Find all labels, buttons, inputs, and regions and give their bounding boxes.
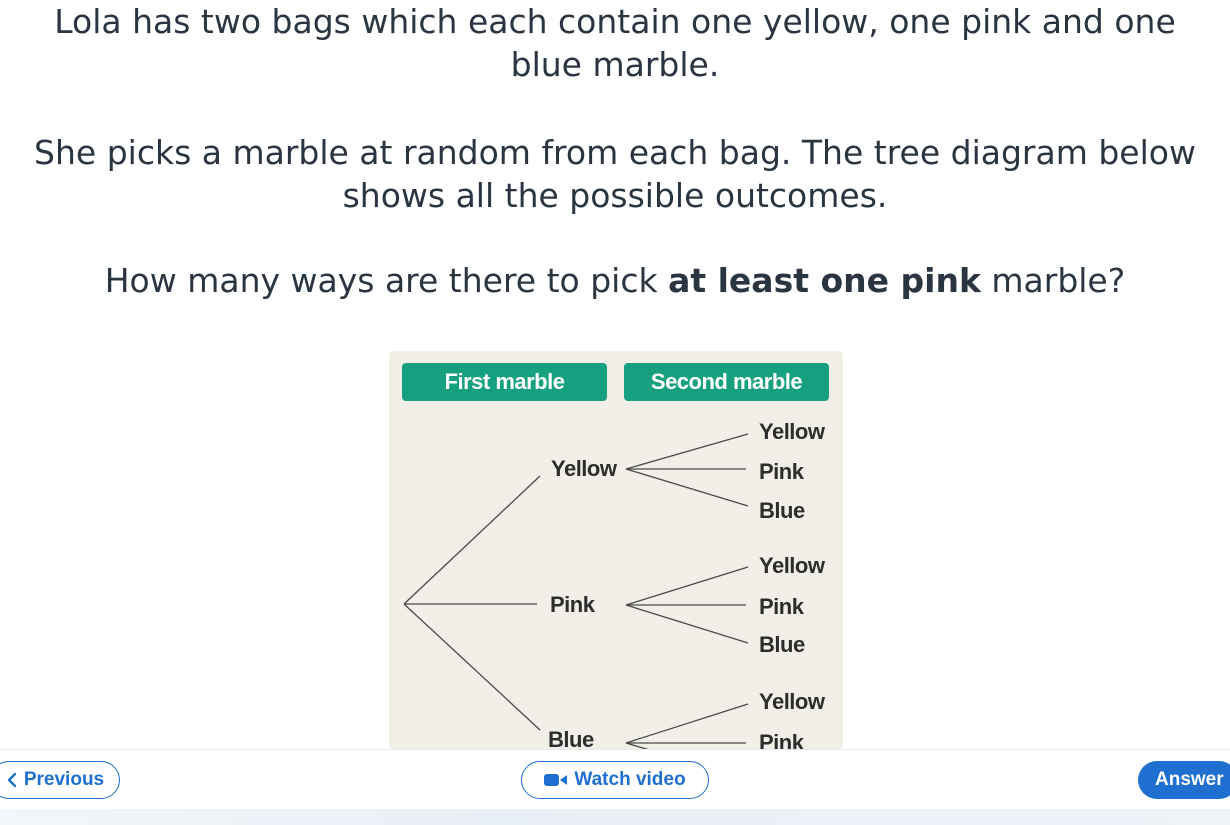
branch-yellow-blue: [625, 468, 749, 507]
answer-label: Answer: [1155, 769, 1224, 790]
watch-video-button[interactable]: Watch video: [521, 761, 709, 799]
video-camera-icon: [544, 774, 568, 786]
second-yellow-pink-label: Pink: [759, 459, 804, 484]
previous-label: Previous: [23, 769, 105, 790]
previous-button[interactable]: Previous: [0, 761, 120, 799]
question-line-3: How many ways are there to pick at least…: [20, 259, 1210, 302]
header-first-marble: First marble: [402, 363, 607, 401]
header-second-marble: Second marble: [624, 363, 829, 401]
tree-branches: [403, 433, 749, 749]
first-pink-label: Pink: [550, 592, 595, 617]
second-blue-pink-label: Pink: [759, 730, 804, 749]
second-blue-yellow-label: Yellow: [759, 689, 825, 714]
watch-video-label: Watch video: [574, 769, 686, 790]
bottom-strip: [0, 809, 1230, 825]
question-emphasis: at least one pink: [668, 261, 981, 300]
question-line-1: Lola has two bags which each contain one…: [54, 2, 1176, 84]
question-line-3-end: marble?: [980, 261, 1126, 300]
branch-pink-yellow: [625, 566, 749, 606]
branch-blue-yellow: [625, 703, 749, 744]
chevron-left-icon: [7, 772, 17, 788]
question-line-2: She picks a marble at random from each b…: [34, 133, 1196, 215]
second-yellow-blue-label: Blue: [759, 498, 805, 523]
second-pink-yellow-label: Yellow: [759, 553, 825, 578]
first-blue-label: Blue: [548, 727, 594, 749]
second-pink-pink-label: Pink: [759, 594, 804, 619]
answer-button[interactable]: Answer: [1138, 761, 1230, 799]
bottom-navigation-bar: Previous Watch video Answer: [0, 749, 1230, 810]
question-line-3-start: How many ways are there to pick: [104, 261, 669, 300]
second-yellow-yellow-label: Yellow: [759, 419, 825, 444]
branch-pink-blue: [625, 604, 749, 644]
branch-to-blue: [403, 603, 541, 731]
second-pink-blue-label: Blue: [759, 632, 805, 657]
first-yellow-label: Yellow: [551, 456, 617, 481]
branch-to-yellow: [403, 475, 541, 605]
branch-yellow-yellow: [625, 433, 749, 470]
tree-diagram: First marble Second marble Yellow Pink B…: [389, 351, 843, 749]
